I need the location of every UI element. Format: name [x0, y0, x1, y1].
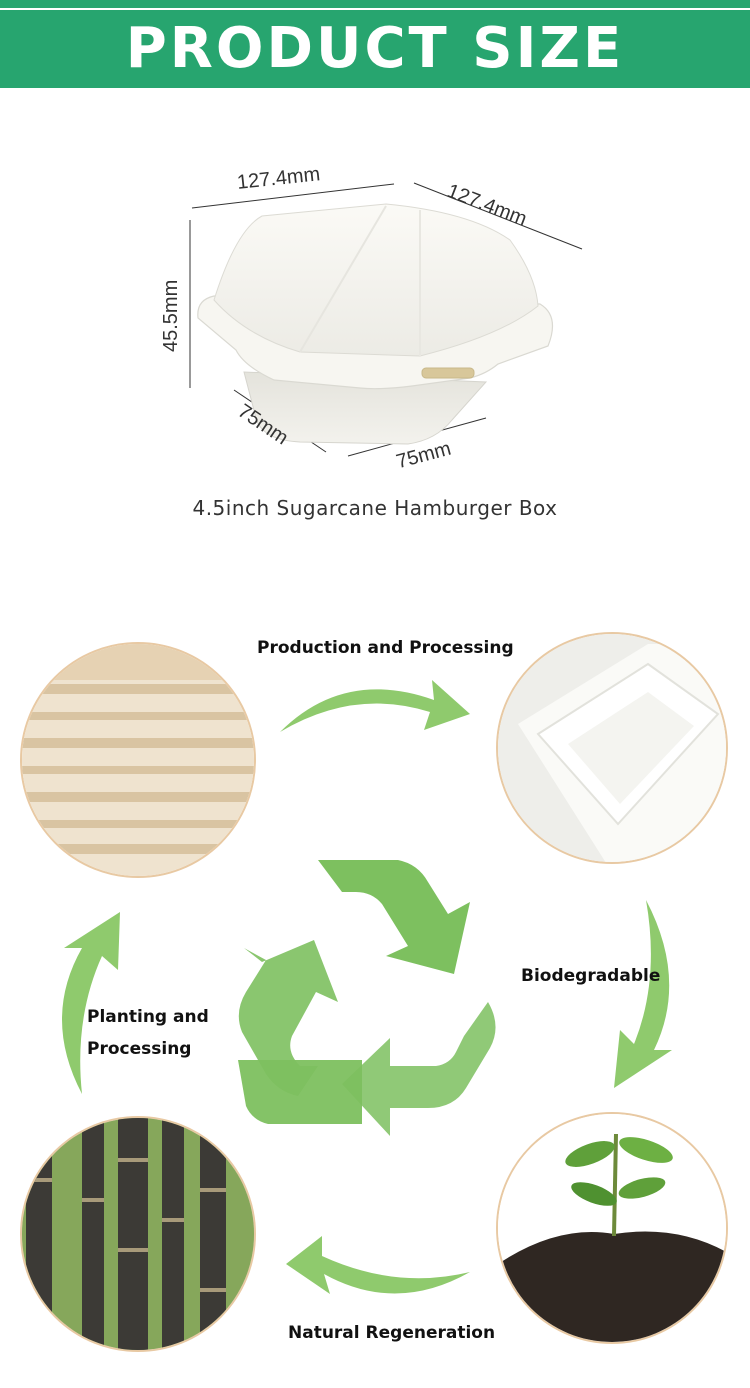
arrow-to-natural	[286, 1236, 470, 1294]
dimension-height: 45.5mm	[160, 279, 182, 352]
arrow-to-planting	[62, 912, 120, 1094]
header-banner: PRODUCT SIZE	[0, 0, 750, 88]
label-planting-line2: Processing	[87, 1039, 192, 1059]
seedling-soil-photo	[496, 1112, 728, 1344]
arrow-to-production	[280, 680, 470, 732]
label-planting-line1: Planting and	[87, 1007, 209, 1027]
product-caption: 4.5inch Sugarcane Hamburger Box	[192, 496, 558, 520]
recycle-icon	[238, 860, 496, 1136]
header-divider	[0, 8, 750, 10]
label-biodegradable: Biodegradable	[521, 966, 661, 986]
page-title: PRODUCT SIZE	[125, 16, 625, 81]
label-natural: Natural Regeneration	[288, 1323, 496, 1343]
plywood-photo	[20, 642, 256, 878]
hamburger-box-illustration	[189, 182, 583, 457]
arrow-to-biodegradable	[614, 900, 672, 1088]
label-production: Production and Processing	[257, 638, 514, 658]
molded-tray-photo	[496, 632, 728, 864]
sugarcane-photo	[20, 1116, 256, 1352]
